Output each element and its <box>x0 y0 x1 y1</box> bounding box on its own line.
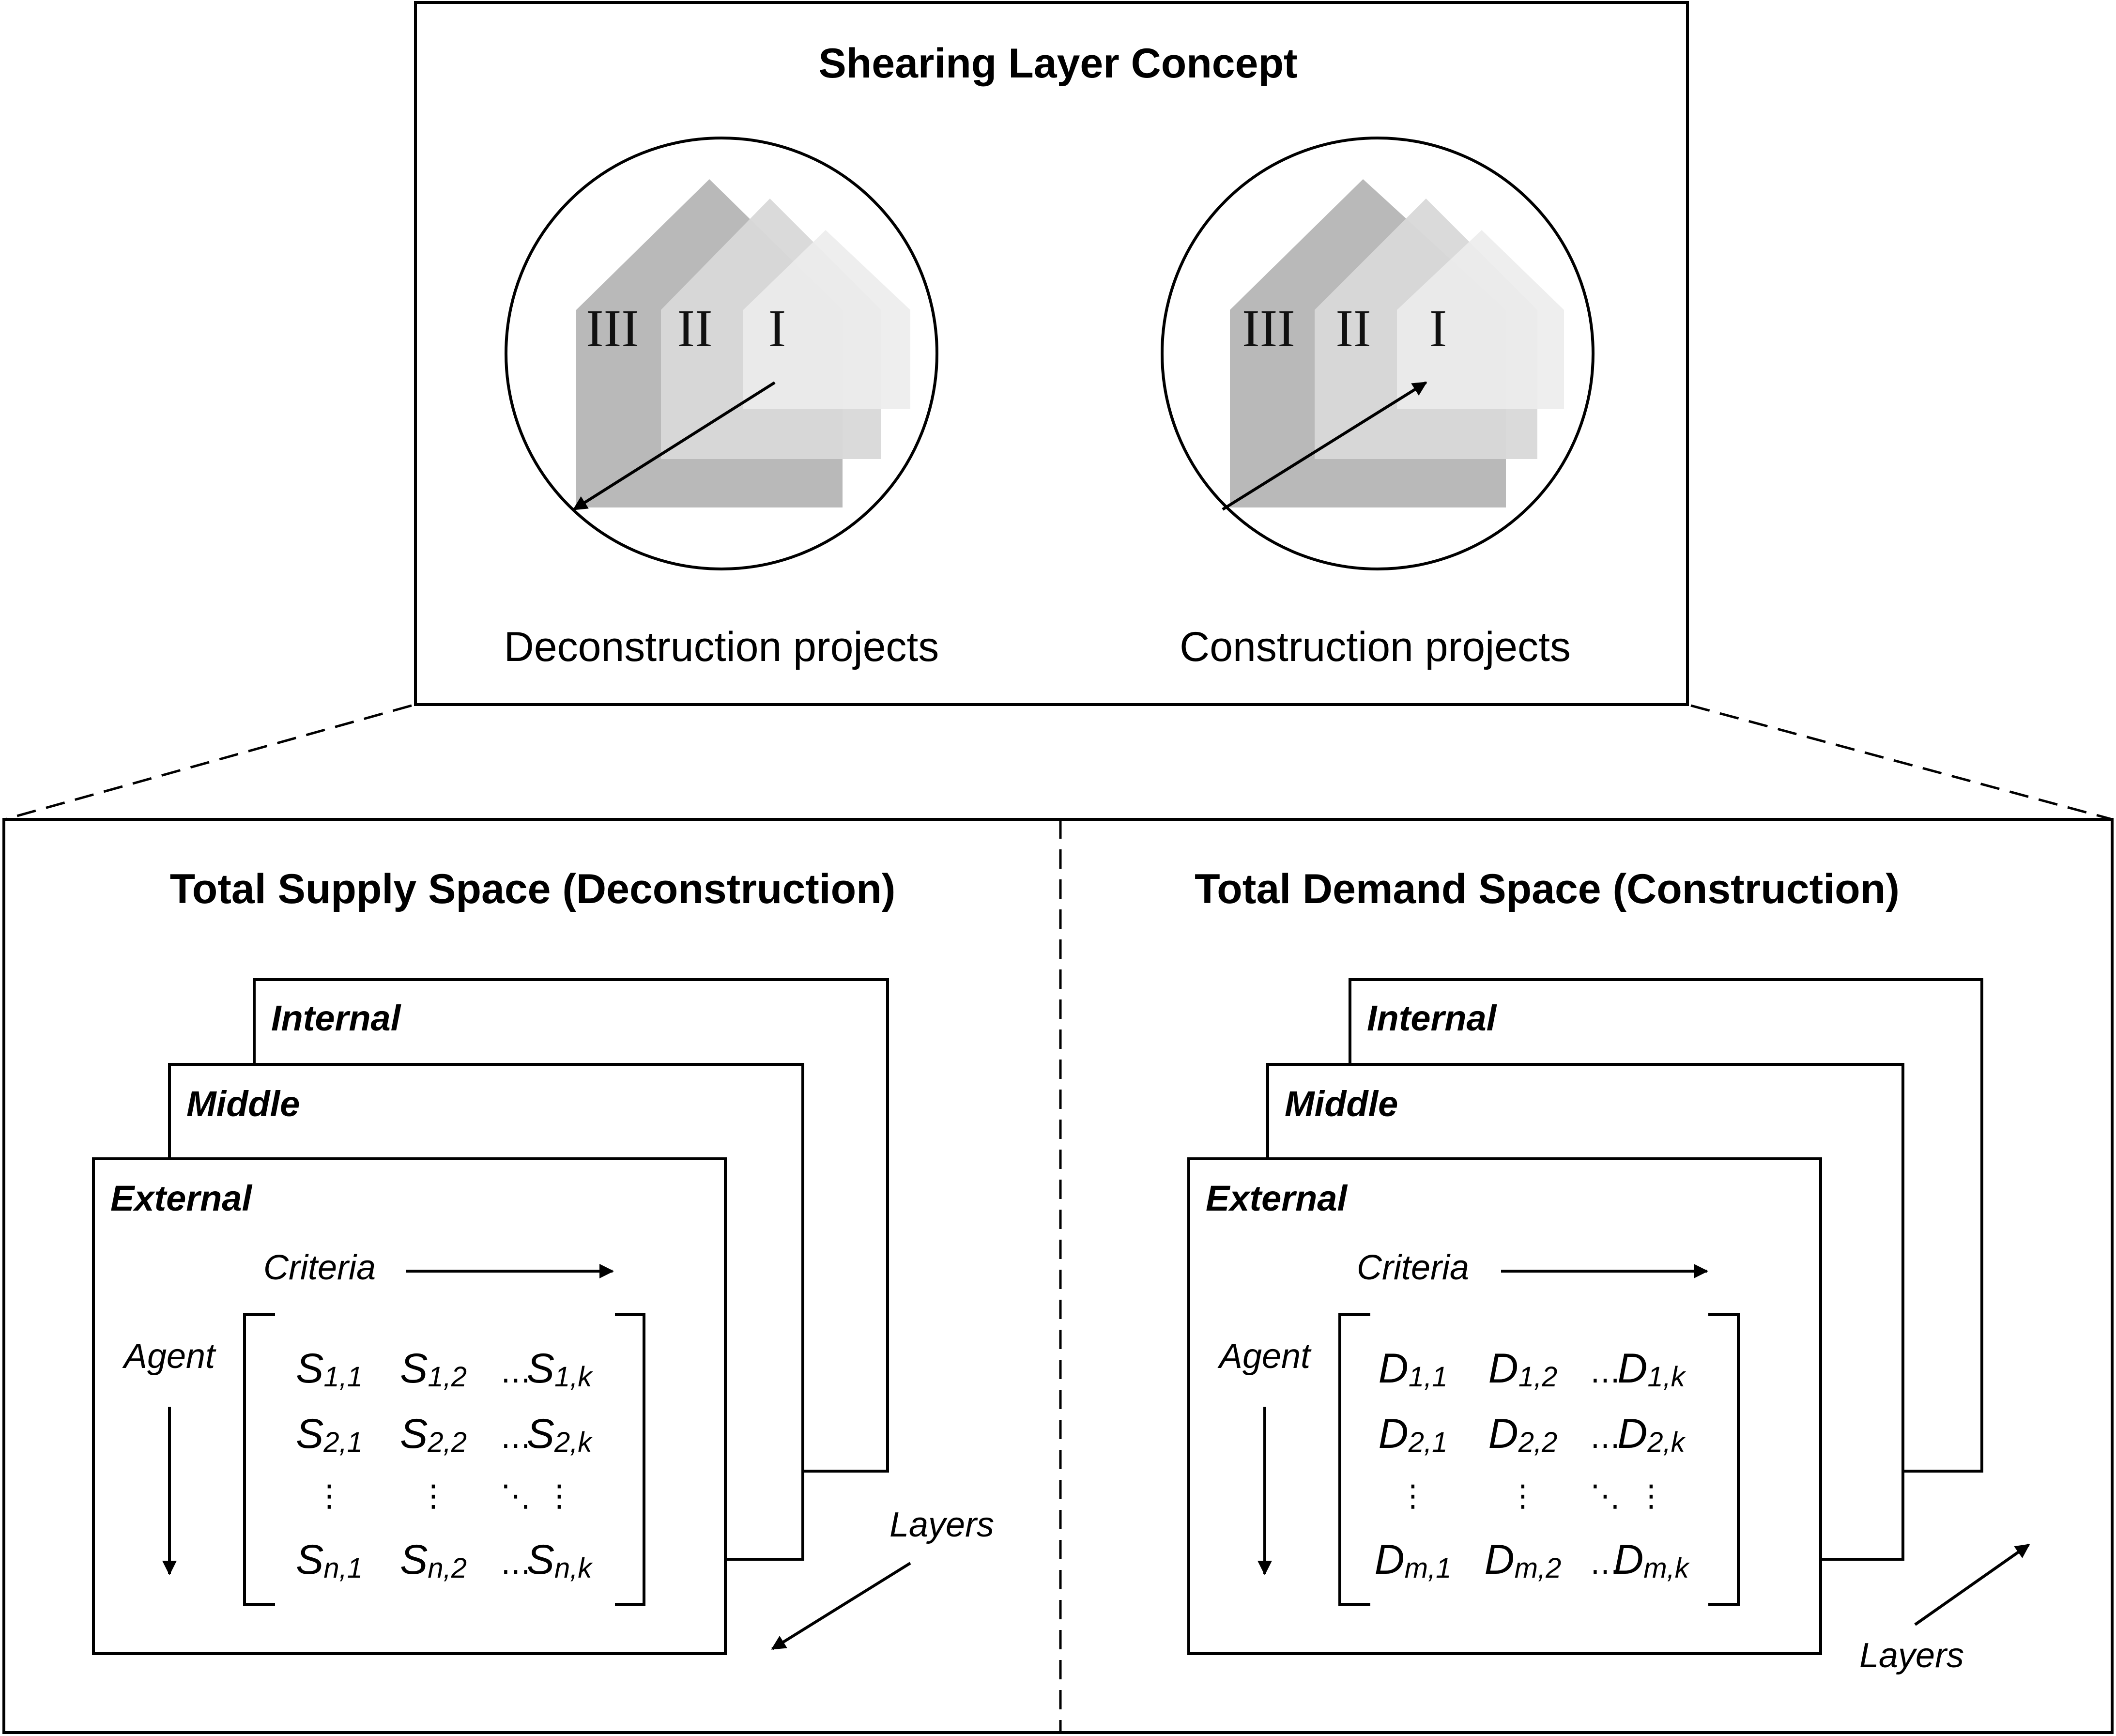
demand-space: Total Demand Space (Construction) Intern… <box>1187 866 2030 1675</box>
supply-matrix-ellipsis: ⋱ <box>501 1478 531 1513</box>
deconstruction-house-icon: III II I <box>572 179 910 511</box>
supply-title: Total Supply Space (Deconstruction) <box>170 866 896 912</box>
demand-matrix-ellipsis: … <box>1590 1354 1620 1390</box>
demand-matrix-cell: D1,1 <box>1379 1345 1448 1393</box>
demand-matrix-cell: D2,k <box>1617 1411 1686 1458</box>
demand-matrix-cell: D1,k <box>1617 1345 1686 1393</box>
supply-matrix-cell: Sn,k <box>527 1536 594 1584</box>
supply-layers-arrow <box>771 1562 911 1650</box>
deconstruction-arrow <box>572 381 776 511</box>
demand-layer-external-label: External <box>1206 1178 1348 1218</box>
zoom-connector-left <box>4 704 412 821</box>
demand-layer-external <box>1187 1157 1822 1655</box>
house-layer-I <box>743 230 910 409</box>
supply-matrix-ellipsis: … <box>501 1354 531 1390</box>
construction-caption: Construction projects <box>1180 624 1571 670</box>
supply-layer-middle-label: Middle <box>186 1084 300 1124</box>
supply-matrix-ellipsis: ⋮ <box>544 1478 574 1513</box>
supply-matrix-cell: S1,1 <box>296 1345 363 1393</box>
demand-matrix-cell: Dm,k <box>1613 1536 1690 1584</box>
roman-label-I-right: I <box>1429 299 1447 358</box>
zoom-connector-right <box>1690 704 2113 821</box>
roman-label-II-right: II <box>1335 299 1371 358</box>
supply-agent-label: Agent <box>122 1337 216 1376</box>
supply-matrix-ellipsis: … <box>501 1546 531 1581</box>
demand-matrix-ellipsis: ⋮ <box>1508 1478 1538 1513</box>
supply-matrix-right-bracket <box>615 1313 645 1606</box>
spaces-frame <box>2 818 2114 1734</box>
house-layer-I-right <box>1397 230 1564 409</box>
demand-matrix-cell: D2,2 <box>1488 1411 1558 1458</box>
supply-matrix-cell: S2,2 <box>400 1411 467 1458</box>
demand-matrix-cell: Dm,1 <box>1375 1536 1452 1584</box>
construction-house-icon: III II I <box>1222 179 1564 511</box>
supply-matrix-cell: Sn,2 <box>400 1536 467 1584</box>
supply-criteria-label: Criteria <box>263 1248 376 1287</box>
supply-matrix-ellipsis: ⋮ <box>418 1478 448 1513</box>
supply-matrix-cell: S2,k <box>527 1411 594 1458</box>
deconstruction-circle <box>505 137 938 570</box>
concept-title: Shearing Layer Concept <box>818 40 1297 87</box>
deconstruction-caption: Deconstruction projects <box>504 624 939 670</box>
supply-space: Total Supply Space (Deconstruction) Inte… <box>92 866 994 1655</box>
demand-matrix-ellipsis: ⋱ <box>1590 1478 1620 1513</box>
supply-layer-external <box>92 1157 727 1655</box>
demand-matrix-cell: D2,1 <box>1379 1411 1448 1458</box>
concept-panel: Shearing Layer Concept III II I Deconstr… <box>414 1 1689 706</box>
supply-matrix-left-bracket <box>243 1313 275 1606</box>
supply-matrix-cell: S1,k <box>527 1345 594 1393</box>
supply-matrix-cell: S2,1 <box>296 1411 363 1458</box>
construction-arrow <box>1222 381 1427 511</box>
supply-matrix-ellipsis: ⋮ <box>314 1478 344 1513</box>
roman-label-II: II <box>677 299 712 358</box>
supply-layers-label: Layers <box>889 1506 994 1544</box>
supply-layer-internal-label: Internal <box>271 998 401 1038</box>
supply-layer-external-label: External <box>110 1178 252 1218</box>
roman-label-I: I <box>768 299 786 358</box>
demand-matrix-left-bracket <box>1338 1313 1370 1606</box>
demand-matrix-ellipsis: … <box>1590 1546 1620 1581</box>
demand-layers-label: Layers <box>1859 1636 1964 1675</box>
demand-criteria-label: Criteria <box>1357 1248 1469 1287</box>
demand-layer-middle-label: Middle <box>1285 1084 1398 1124</box>
roman-label-III-right: III <box>1242 299 1295 358</box>
demand-matrix-ellipsis: ⋮ <box>1636 1478 1666 1513</box>
demand-matrix-cell: D1,2 <box>1488 1345 1558 1393</box>
demand-layers-arrow <box>1914 1543 2030 1626</box>
demand-agent-label: Agent <box>1217 1337 1312 1376</box>
demand-layer-internal-label: Internal <box>1367 998 1497 1038</box>
demand-title: Total Demand Space (Construction) <box>1195 866 1900 912</box>
roman-label-III: III <box>586 299 639 358</box>
demand-matrix-right-bracket <box>1708 1313 1740 1606</box>
construction-circle <box>1161 137 1595 570</box>
supply-matrix-cell: Sn,1 <box>296 1536 363 1584</box>
demand-matrix-ellipsis: ⋮ <box>1398 1478 1428 1513</box>
supply-matrix-ellipsis: … <box>501 1420 531 1455</box>
demand-matrix-ellipsis: … <box>1590 1420 1620 1455</box>
demand-matrix-cell: Dm,2 <box>1485 1536 1562 1584</box>
supply-matrix-cell: S1,2 <box>400 1345 467 1393</box>
